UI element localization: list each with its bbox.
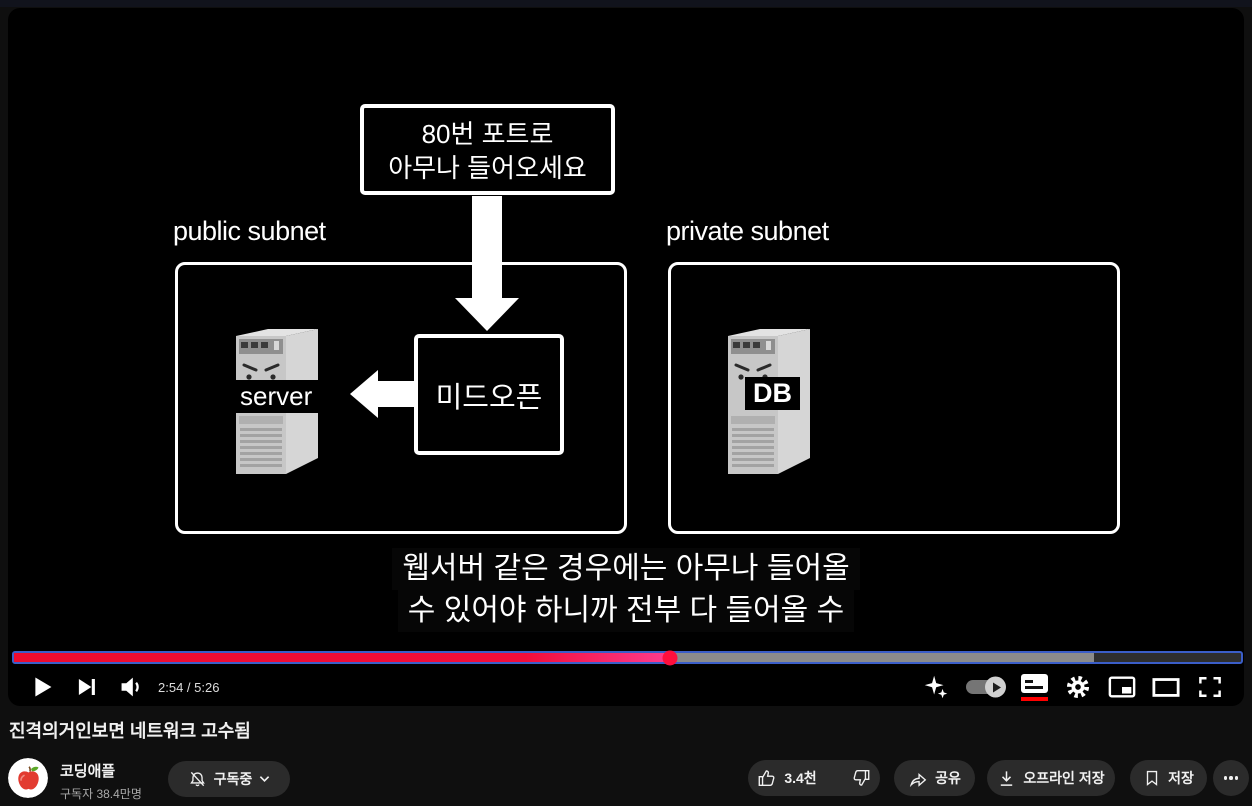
offline-save-button[interactable]: 오프라인 저장 bbox=[987, 760, 1115, 796]
diagram-port-callout-box: 80번 포트로 아무나 들어오세요 bbox=[360, 104, 615, 195]
subtitles-active-underline bbox=[1020, 696, 1048, 701]
download-icon bbox=[1001, 770, 1013, 786]
thumbs-down-icon bbox=[853, 770, 870, 786]
bookmark-icon bbox=[1146, 770, 1158, 786]
miniplayer-icon bbox=[1108, 676, 1136, 698]
port-callout-line-2: 아무나 들어오세요 bbox=[388, 153, 587, 183]
play-icon bbox=[35, 677, 52, 697]
share-icon bbox=[909, 773, 927, 788]
down-arrow-shaft bbox=[472, 196, 502, 298]
save-button[interactable]: 저장 bbox=[1130, 760, 1207, 796]
progress-bar[interactable] bbox=[12, 650, 1243, 665]
left-arrow-shaft bbox=[378, 381, 414, 407]
dislike-button[interactable] bbox=[841, 760, 880, 796]
channel-avatar[interactable] bbox=[8, 758, 48, 798]
subtitles-icon bbox=[1020, 673, 1048, 693]
down-arrow-head bbox=[455, 298, 519, 331]
public-subnet-box bbox=[175, 262, 627, 534]
private-subnet-box bbox=[668, 262, 1120, 534]
autoplay-toggle-track bbox=[966, 676, 1006, 698]
fullscreen-button[interactable] bbox=[1188, 670, 1232, 704]
share-button[interactable]: 공유 bbox=[894, 760, 975, 796]
like-count: 3.4천 bbox=[784, 770, 817, 786]
left-arrow bbox=[350, 370, 414, 418]
thumbs-up-icon bbox=[758, 770, 775, 786]
progress-scrubber[interactable] bbox=[662, 650, 678, 665]
left-arrow-head bbox=[350, 370, 378, 418]
channel-meta: 코딩애플 구독자 38.4만명 bbox=[60, 760, 142, 802]
channel-name[interactable]: 코딩애플 bbox=[60, 763, 116, 780]
fullscreen-icon bbox=[1199, 677, 1221, 697]
autoplay-play-icon bbox=[992, 682, 1001, 692]
gear-icon bbox=[1066, 675, 1090, 699]
progress-played bbox=[14, 653, 671, 662]
window-top-edge bbox=[0, 0, 1252, 7]
sparkle-icon bbox=[924, 675, 948, 699]
video-title: 진격의거인보면 네트워크 고수됨 bbox=[9, 721, 251, 741]
play-button[interactable] bbox=[20, 670, 64, 704]
next-button[interactable] bbox=[64, 670, 108, 704]
volume-icon bbox=[121, 677, 139, 697]
like-button[interactable]: 3.4천 bbox=[748, 760, 827, 796]
more-icon bbox=[1223, 776, 1228, 780]
subscribed-label: 구독중 bbox=[213, 771, 253, 787]
video-player[interactable]: 80번 포트로 아무나 들어오세요 public subnet private … bbox=[8, 8, 1244, 706]
share-label: 공유 bbox=[935, 770, 961, 786]
subtitles-button[interactable] bbox=[1012, 670, 1056, 704]
caption-overlay: 웹서버 같은 경우에는 아무나 들어올 수 있어야 하니까 전부 다 들어올 수 bbox=[8, 548, 1244, 632]
miniplayer-button[interactable] bbox=[1100, 670, 1144, 704]
next-icon bbox=[78, 679, 95, 695]
settings-button[interactable] bbox=[1056, 670, 1100, 704]
player-controls: 2:54 / 5:26 bbox=[8, 668, 1244, 706]
server-label: server bbox=[232, 380, 321, 413]
gate-open-box: 미드오픈 bbox=[414, 334, 564, 455]
subscribed-button[interactable]: 구독중 bbox=[168, 761, 290, 797]
subscriber-count: 구독자 38.4만명 bbox=[60, 787, 142, 801]
db-label: DB bbox=[745, 377, 800, 410]
autoplay-toggle-knob bbox=[985, 676, 1006, 698]
caption-line-1: 웹서버 같은 경우에는 아무나 들어올 bbox=[392, 548, 860, 590]
sparkle-button[interactable] bbox=[914, 670, 958, 704]
port-callout-line-1: 80번 포트로 bbox=[421, 119, 554, 149]
autoplay-toggle[interactable] bbox=[958, 670, 1012, 704]
apple-logo-icon bbox=[8, 758, 48, 798]
theater-mode-button[interactable] bbox=[1144, 670, 1188, 704]
caption-line-2: 수 있어야 하니까 전부 다 들어올 수 bbox=[397, 590, 855, 632]
volume-button[interactable] bbox=[108, 670, 152, 704]
down-arrow bbox=[455, 196, 519, 331]
chevron-down-icon bbox=[260, 776, 270, 783]
private-subnet-label: private subnet bbox=[666, 216, 829, 246]
save-label: 저장 bbox=[1168, 770, 1194, 786]
offline-save-label: 오프라인 저장 bbox=[1023, 770, 1105, 786]
theater-icon bbox=[1152, 678, 1180, 697]
bell-off-icon bbox=[189, 771, 205, 786]
right-controls bbox=[914, 670, 1232, 704]
public-subnet-label: public subnet bbox=[173, 216, 326, 246]
time-display: 2:54 / 5:26 bbox=[158, 679, 220, 695]
like-dislike-pill: 3.4천 bbox=[748, 760, 880, 796]
more-actions-button[interactable] bbox=[1213, 760, 1249, 796]
